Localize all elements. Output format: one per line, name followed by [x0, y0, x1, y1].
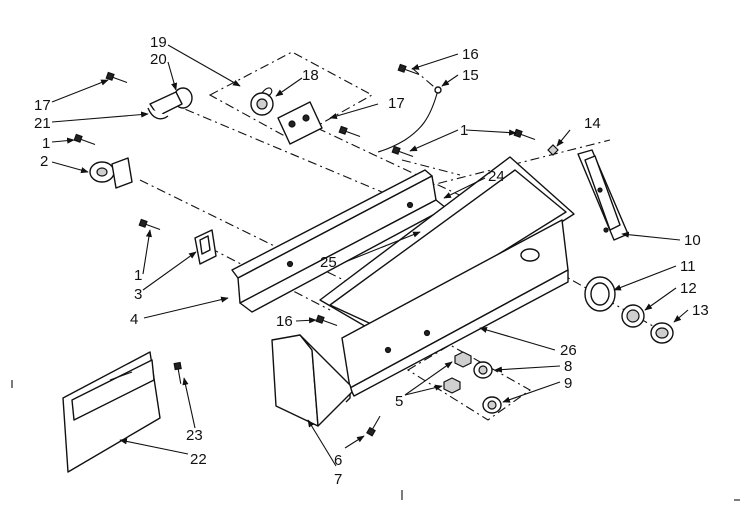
callout-23: 23 — [186, 427, 203, 444]
knob — [650, 322, 674, 344]
callout-15: 15 — [462, 67, 479, 84]
callout-6: 6 — [334, 452, 342, 469]
trim-ring — [621, 304, 645, 328]
callout-25: 25 — [320, 254, 337, 271]
callout-9: 9 — [564, 375, 572, 392]
end-cap — [271, 334, 353, 427]
callout-labels: 19 20 17 21 1 2 18 17 16 15 1 14 24 25 1… — [34, 34, 709, 488]
bezel-ring — [584, 276, 616, 312]
callout-13: 13 — [692, 302, 709, 319]
callout-24: 24 — [488, 168, 505, 185]
callout-14: 14 — [584, 115, 601, 132]
rotary-switch — [89, 157, 133, 189]
switch-assembly-box — [208, 51, 374, 141]
knob-assembly-box — [406, 344, 532, 421]
callout-20: 20 — [150, 51, 167, 68]
small-knobs — [443, 351, 502, 414]
callout-26: 26 — [560, 342, 577, 359]
callout-17-center: 17 — [388, 95, 405, 112]
control-panel-housing — [319, 156, 575, 403]
leader-lines — [51, 44, 689, 467]
callout-1-center: 1 — [460, 122, 468, 139]
wire-lead — [377, 86, 442, 153]
timer-motor — [147, 87, 193, 120]
callout-18: 18 — [302, 67, 319, 84]
callout-10: 10 — [684, 232, 701, 249]
callout-12: 12 — [680, 280, 697, 297]
callout-3: 3 — [134, 286, 142, 303]
callout-21: 21 — [34, 115, 51, 132]
callout-17-left: 17 — [34, 97, 51, 114]
callout-8: 8 — [564, 358, 572, 375]
callout-19: 19 — [150, 34, 167, 51]
callout-5: 5 — [395, 393, 403, 410]
callout-2: 2 — [40, 153, 48, 170]
callout-7: 7 — [334, 471, 342, 488]
callout-4: 4 — [130, 311, 138, 328]
margin-marks — [11, 380, 740, 501]
callout-1-lower: 1 — [134, 267, 142, 284]
end-bracket — [577, 149, 629, 241]
access-panel — [62, 351, 161, 473]
screws — [73, 63, 559, 437]
callout-11: 11 — [680, 258, 696, 275]
terminal-block — [277, 101, 323, 145]
callout-22: 22 — [190, 451, 207, 468]
callout-16-top: 16 — [462, 46, 479, 63]
thermostat-switch — [250, 87, 274, 116]
mounting-clip — [194, 229, 217, 265]
callout-1-left: 1 — [42, 135, 50, 152]
callout-16-lower: 16 — [276, 313, 293, 330]
